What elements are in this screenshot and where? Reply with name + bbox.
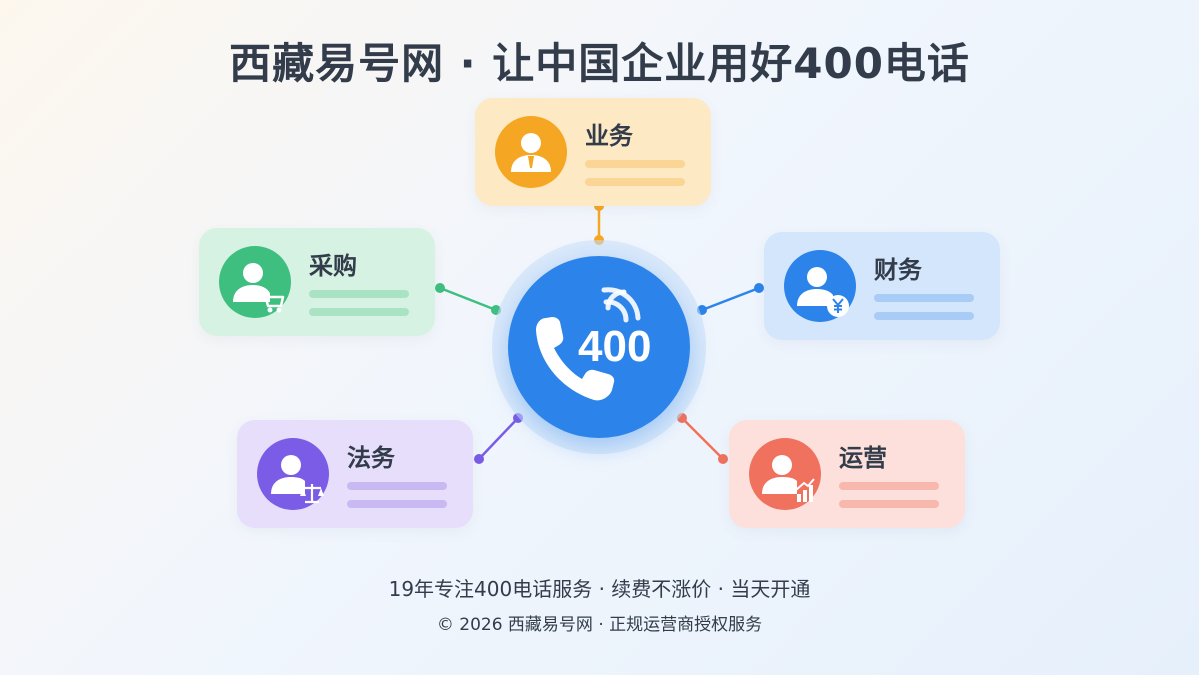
footer-tagline: 19年专注400电话服务 · 续费不涨价 · 当天开通 [388, 577, 811, 601]
growth-chart-icon [762, 455, 815, 502]
card-business: 业务 [475, 98, 711, 206]
operations-avatar [749, 438, 821, 510]
hub-number: 400 [578, 322, 652, 371]
signal-waves-icon [601, 287, 641, 323]
phone-handset-icon [536, 317, 615, 401]
scales-icon [271, 455, 324, 504]
card-procurement: 采购 [199, 228, 435, 336]
placeholder-bar [585, 178, 685, 186]
card-label: 采购 [309, 252, 357, 280]
placeholder-bar [347, 500, 447, 508]
business-person-icon [511, 133, 551, 172]
placeholder-bar [839, 482, 939, 490]
yen-icon [797, 267, 849, 317]
footer-copyright: © 2026 西藏易号网 · 正规运营商授权服务 [436, 615, 763, 635]
placeholder-bar [839, 500, 939, 508]
card-operations: 运营 [729, 420, 965, 528]
card-label: 业务 [585, 122, 633, 150]
placeholder-bar [585, 160, 685, 168]
hub-400-phone: 400 [508, 256, 690, 438]
card-finance: 财务 [764, 232, 1000, 340]
procurement-avatar [219, 246, 291, 318]
card-legal: 法务 [237, 420, 473, 528]
placeholder-bar [309, 290, 409, 298]
placeholder-bar [874, 312, 974, 320]
card-label: 财务 [874, 256, 922, 284]
card-label: 运营 [839, 444, 887, 472]
placeholder-bar [347, 482, 447, 490]
card-label: 法务 [347, 444, 395, 472]
business-avatar [495, 116, 567, 188]
legal-avatar [257, 438, 329, 510]
finance-avatar [784, 250, 856, 322]
shopping-cart-icon [233, 263, 285, 313]
page-title: 西藏易号网 · 让中国企业用好400电话 [229, 39, 970, 88]
placeholder-bar [309, 308, 409, 316]
placeholder-bar [874, 294, 974, 302]
